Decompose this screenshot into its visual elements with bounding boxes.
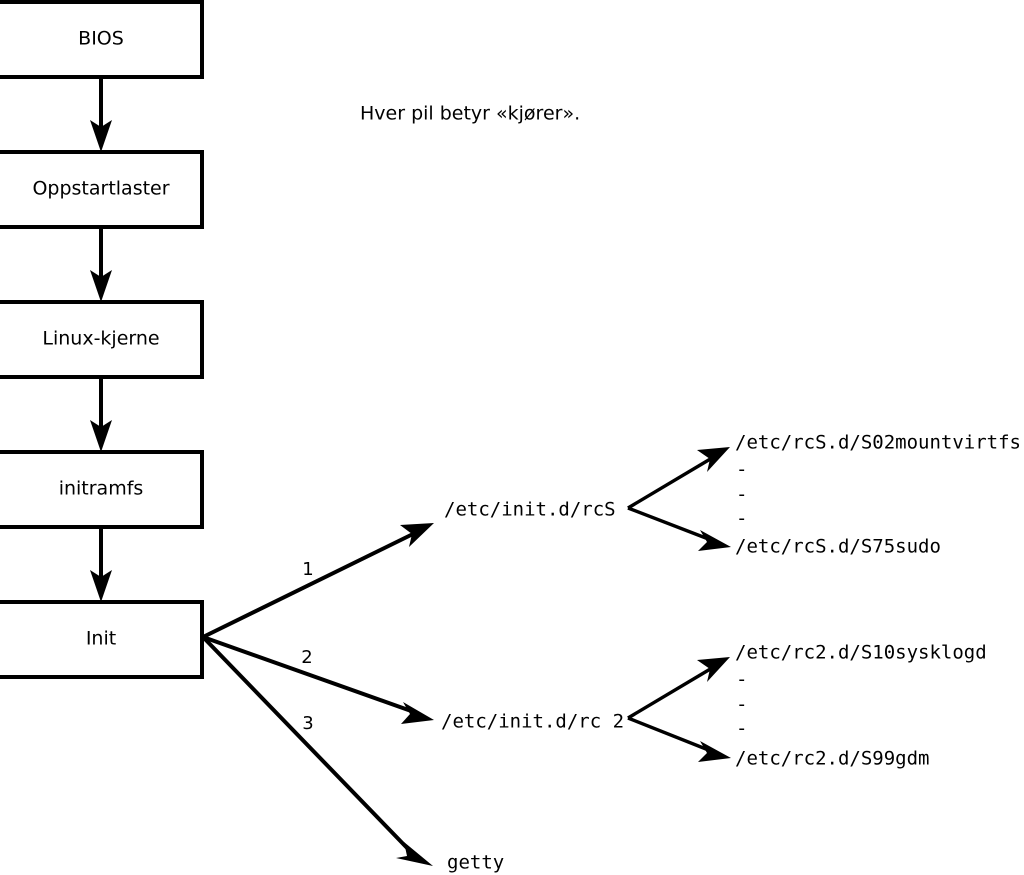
rc2-ellipsis-dash-2: - bbox=[736, 694, 747, 716]
process-box-bootloader-label: Oppstartlaster bbox=[32, 178, 169, 200]
rcs-ellipsis-dash-3: - bbox=[736, 508, 747, 530]
rc2-script-first: /etc/rc2.d/S10sysklogd bbox=[735, 642, 987, 664]
rc2-ellipsis-dash-3: - bbox=[736, 718, 747, 740]
branch-arrow-init-to-rcs bbox=[202, 523, 434, 639]
process-box-init[interactable]: Init bbox=[0, 600, 204, 679]
chain-arrow-bios-to-bootloader bbox=[90, 77, 112, 152]
chain-arrow-kernel-to-initramfs bbox=[90, 377, 112, 452]
target-label-getty: getty bbox=[447, 852, 504, 874]
target-label-rc2: /etc/init.d/rc 2 bbox=[441, 711, 624, 733]
subbranch-arrow-rc2-to-first bbox=[627, 657, 730, 720]
subbranch-arrow-rc2-to-last bbox=[627, 716, 731, 762]
branch-arrow-init-to-rc2 bbox=[202, 635, 434, 724]
process-box-bios[interactable]: BIOS bbox=[0, 0, 204, 79]
chain-arrow-bootloader-to-kernel bbox=[90, 227, 112, 302]
subbranch-arrow-rcs-to-last bbox=[627, 506, 731, 551]
rcs-script-first: /etc/rcS.d/S02mountvirtfs bbox=[735, 432, 1021, 454]
process-box-init-label: Init bbox=[86, 628, 116, 650]
process-box-kernel[interactable]: Linux-kjerne bbox=[0, 300, 204, 379]
branch-number-2: 2 bbox=[301, 647, 312, 668]
process-box-initramfs-label: initramfs bbox=[59, 478, 144, 500]
process-box-kernel-label: Linux-kjerne bbox=[42, 328, 159, 350]
branch-arrow-init-to-getty bbox=[201, 635, 433, 866]
diagram-caption: Hver pil betyr «kjører». bbox=[360, 103, 580, 125]
rc2-script-last: /etc/rc2.d/S99gdm bbox=[735, 748, 929, 770]
branch-number-1: 1 bbox=[302, 559, 313, 580]
rc2-ellipsis-dash-1: - bbox=[736, 669, 747, 691]
subbranch-arrow-rcs-to-first bbox=[627, 447, 730, 510]
chain-arrow-initramfs-to-init bbox=[90, 527, 112, 602]
process-box-initramfs[interactable]: initramfs bbox=[0, 450, 204, 529]
process-box-bios-label: BIOS bbox=[78, 28, 124, 50]
target-label-rcs: /etc/init.d/rcS bbox=[444, 499, 616, 521]
rcs-ellipsis-dash-2: - bbox=[736, 484, 747, 506]
process-box-bootloader[interactable]: Oppstartlaster bbox=[0, 150, 204, 229]
branch-number-3: 3 bbox=[302, 713, 313, 734]
rcs-ellipsis-dash-1: - bbox=[736, 459, 747, 481]
rcs-script-last: /etc/rcS.d/S75sudo bbox=[735, 536, 941, 558]
